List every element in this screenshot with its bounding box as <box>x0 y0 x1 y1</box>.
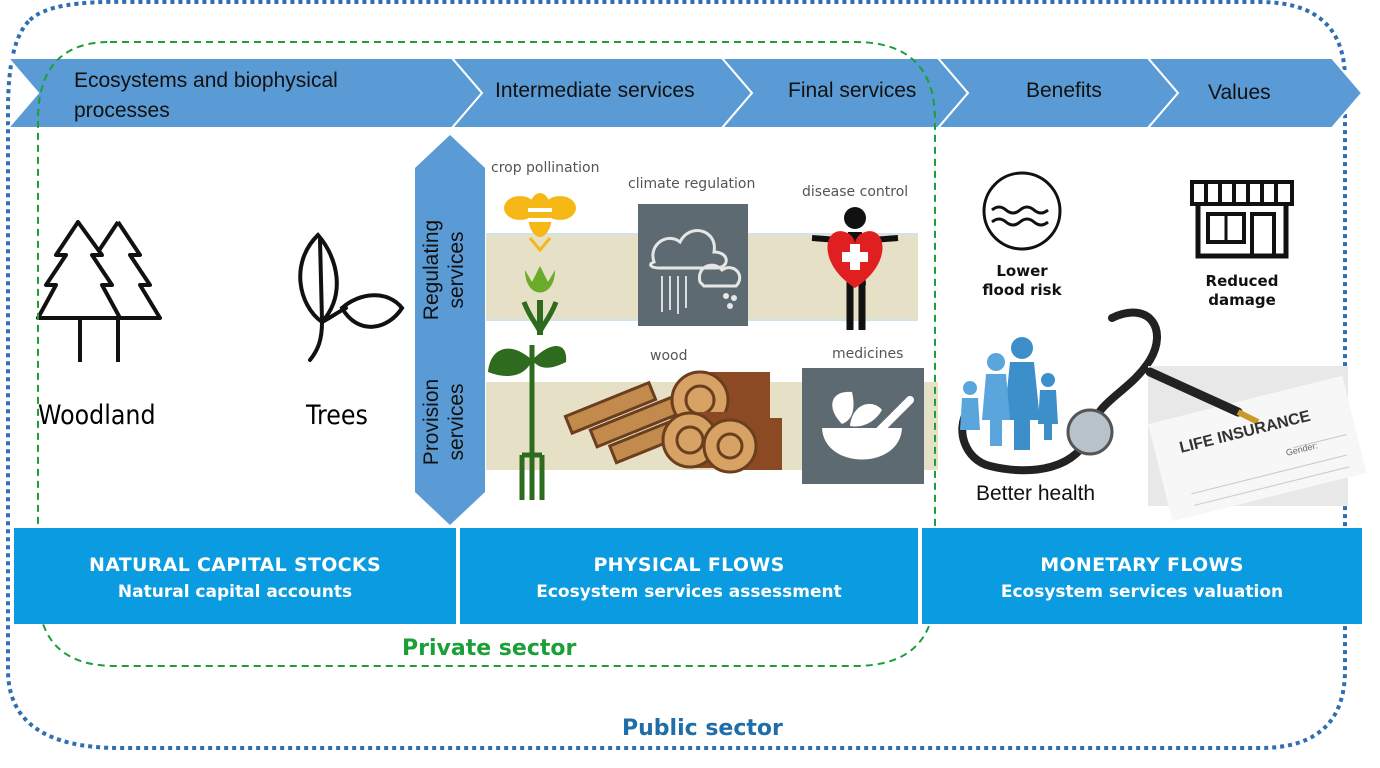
chevron-label-line2: processes <box>74 99 170 122</box>
trees-label: Trees <box>306 400 368 431</box>
public-sector-boundary <box>6 0 1347 750</box>
crop-pollination-caption: crop pollination <box>491 160 600 176</box>
reduced-damage-caption: Reduced damage <box>1192 272 1292 310</box>
reduced-damage-line1: Reduced <box>1205 272 1279 290</box>
physical-flows-box: PHYSICAL FLOWS Ecosystem services assess… <box>460 528 918 624</box>
trees-icon <box>298 232 405 362</box>
life-insurance-document <box>1145 366 1367 522</box>
chevron-label-values: Values <box>1208 81 1271 104</box>
header-chevrons <box>5 57 1364 129</box>
flood-risk-icon <box>982 171 1062 251</box>
flood-risk-line1: Lower <box>996 262 1048 280</box>
medicines-caption: medicines <box>832 346 904 362</box>
flow-subtitle: Natural capital accounts <box>117 582 353 602</box>
chevron-label-line1: Ecosystems and biophysical <box>74 69 338 92</box>
monetary-flows-box: MONETARY FLOWS Ecosystem services valuat… <box>922 528 1362 624</box>
flood-risk-line2: flood risk <box>982 281 1062 299</box>
provision-line2: services <box>445 383 468 461</box>
reduced-damage-line2: damage <box>1208 291 1276 309</box>
wood-caption: wood <box>650 348 688 364</box>
bee-icon <box>504 193 576 253</box>
provision-services-label: Provision services <box>419 332 479 512</box>
climate-regulation-icon <box>638 204 748 326</box>
climate-regulation-caption: climate regulation <box>628 176 756 192</box>
disease-control-icon <box>811 207 899 330</box>
woodland-label: Woodland <box>38 400 156 431</box>
family-health-icon <box>958 308 1162 475</box>
natural-capital-stocks-box: NATURAL CAPITAL STOCKS Natural capital a… <box>14 528 456 624</box>
chevron-values <box>1145 57 1364 129</box>
chevron-label-benefits: Benefits <box>1026 79 1102 102</box>
medicines-icon <box>802 368 924 484</box>
chevron-label-final: Final services <box>788 79 917 102</box>
chevron-label-intermediate: Intermediate services <box>495 79 695 102</box>
flood-risk-caption: Lower flood risk <box>972 262 1072 300</box>
flower-plant-icon <box>488 266 567 500</box>
flow-subtitle: Ecosystem services valuation <box>1000 582 1284 602</box>
provision-arrow <box>415 318 485 525</box>
flow-title: MONETARY FLOWS <box>1040 554 1244 576</box>
flow-title: NATURAL CAPITAL STOCKS <box>89 554 381 576</box>
private-sector-boundary <box>37 41 936 667</box>
provision-line1: Provision <box>420 378 443 466</box>
flow-subtitle: Ecosystem services assessment <box>536 582 842 602</box>
better-health-caption: Better health <box>976 482 1096 505</box>
shop-damage-icon <box>1190 180 1294 259</box>
chevron-label-ecosystems: Ecosystems and biophysical processes <box>74 66 338 126</box>
public-sector-label: Public sector <box>622 716 783 741</box>
woodland-icon <box>36 220 162 362</box>
private-sector-label: Private sector <box>402 636 577 661</box>
wood-icon <box>563 370 782 474</box>
disease-control-caption: disease control <box>802 184 909 200</box>
regulating-arrow <box>415 135 485 340</box>
flow-title: PHYSICAL FLOWS <box>593 554 785 576</box>
